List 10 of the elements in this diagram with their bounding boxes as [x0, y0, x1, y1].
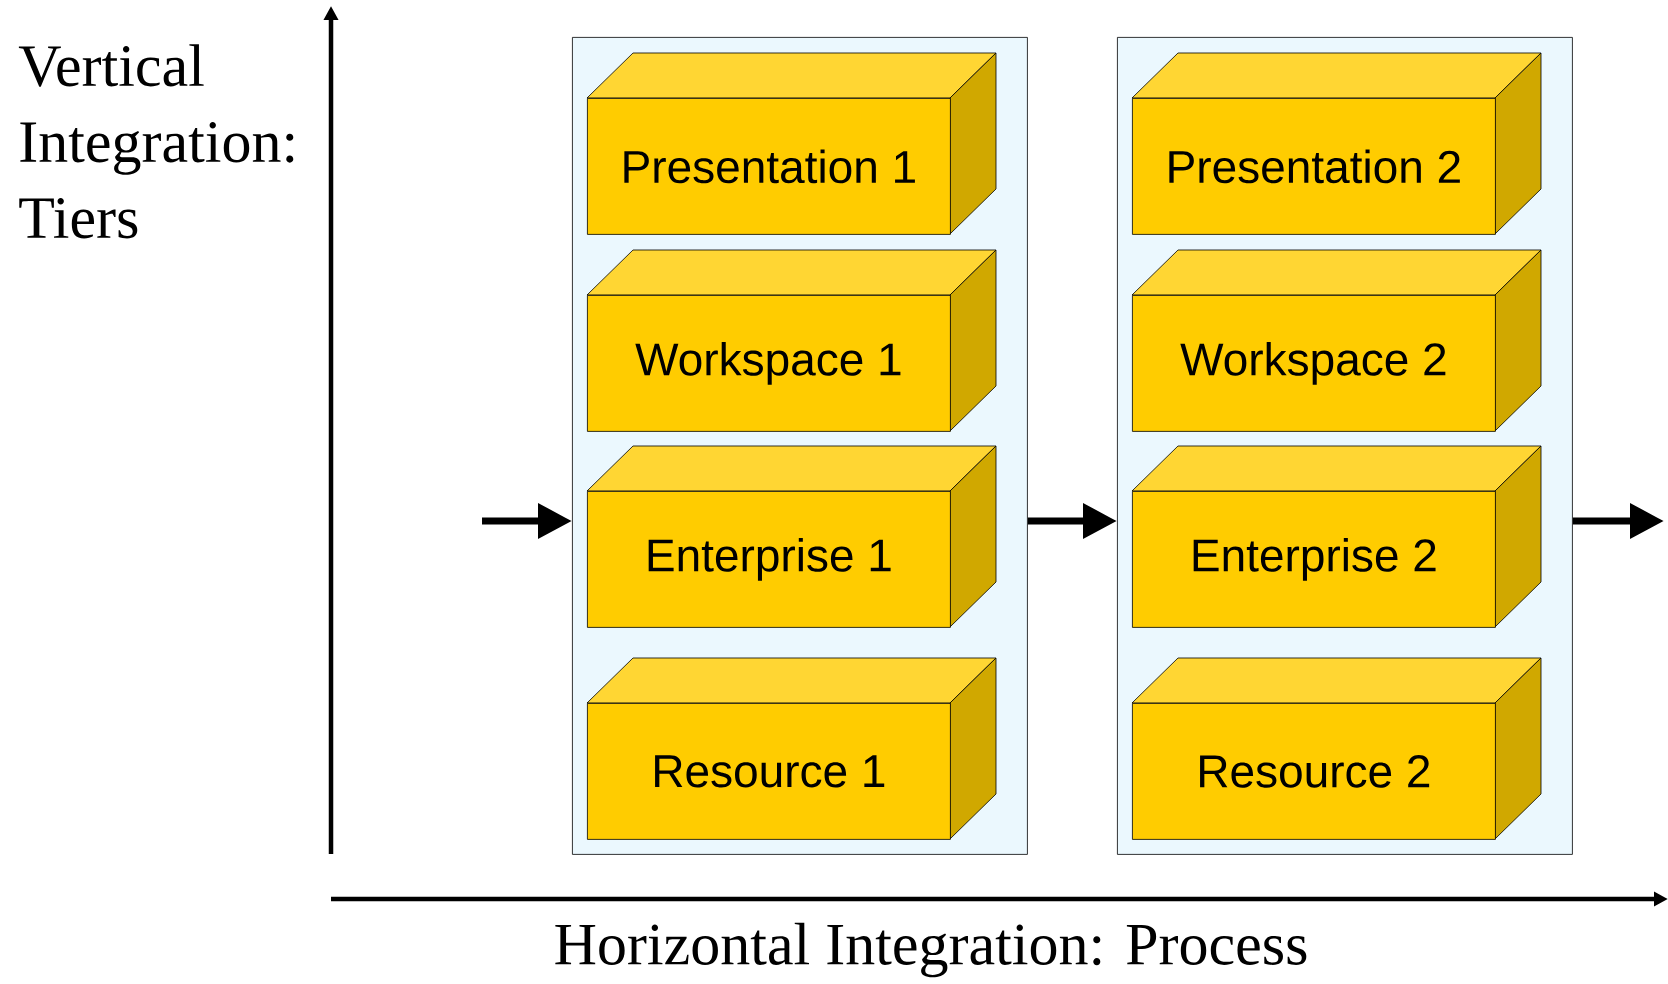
- tier-block: Presentation 1: [586, 52, 997, 235]
- tier-block: Enterprise 2: [1131, 445, 1542, 628]
- tier-block: Resource 1: [586, 657, 997, 840]
- axis-label: Vertical Integration: Tiers: [18, 44, 294, 239]
- tier-block: Workspace 2: [1131, 249, 1542, 432]
- axis-label: Horizontal Integration: Process: [555, 922, 1307, 978]
- tier-block: Presentation 2: [1131, 52, 1542, 235]
- tier-block: Enterprise 1: [586, 445, 997, 628]
- tier-block: Resource 2: [1131, 657, 1542, 840]
- tier-block: Workspace 1: [586, 249, 997, 432]
